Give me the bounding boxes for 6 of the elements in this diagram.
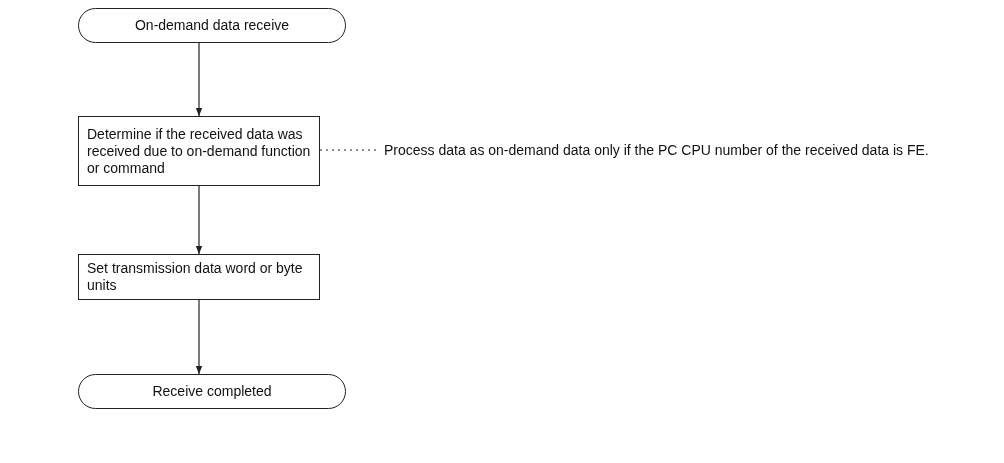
arrow: [195, 42, 203, 117]
arrow: [195, 185, 203, 255]
arrow: [195, 299, 203, 375]
note-text: Process data as on-demand data only if the PC CPU number of the received data is FE.: [384, 130, 984, 170]
process-box: Set transmission data word or byte units: [78, 254, 320, 300]
process-box: Determine if the received data was received due to on-demand function or command: [78, 116, 320, 186]
